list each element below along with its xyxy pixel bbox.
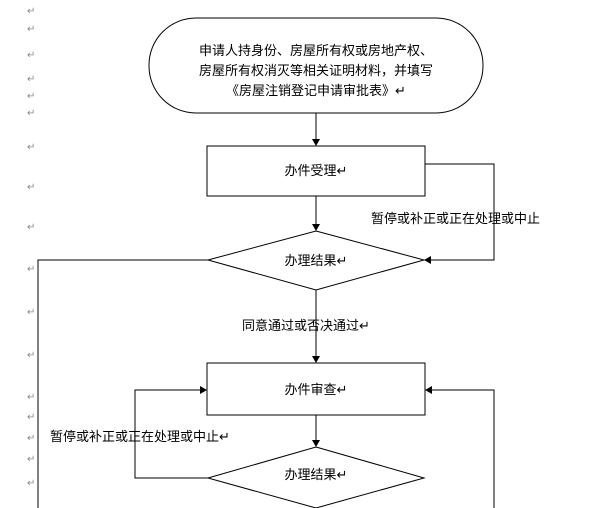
- paragraph-mark-icon: ↵: [27, 108, 35, 119]
- edge-label-pause-right: 暂停或补正或正在处理或中止: [371, 211, 540, 227]
- accept-box-label: 办件受理↵: [285, 164, 348, 179]
- paragraph-mark-icon: ↵: [27, 50, 35, 61]
- arrowhead-down-icon: [312, 224, 320, 231]
- paragraph-mark-icon: ↵: [27, 350, 35, 361]
- margin-paragraph-marks: ↵ ↵ ↵ ↵ ↵ ↵ ↵ ↵ ↵ ↵ ↵ ↵ ↵ ↵ ↵ ↵ ↵: [27, 6, 35, 489]
- arrowhead-left-icon: [425, 386, 432, 394]
- paragraph-mark-icon: ↵: [27, 478, 35, 489]
- paragraph-mark-icon: ↵: [27, 433, 35, 444]
- paragraph-mark-icon: ↵: [27, 6, 35, 17]
- review-box-shape: [206, 362, 426, 416]
- paragraph-mark-icon: ↵: [27, 412, 35, 423]
- start-node-line-2: 房屋所有权消灭等相关证明材料，并填写: [199, 63, 433, 79]
- start-node-line-1: 申请人持身份、房屋所有权或房地产权、: [199, 43, 433, 59]
- result-diamond-1-shape: [206, 230, 426, 291]
- paragraph-mark-icon: ↵: [27, 222, 35, 233]
- arrowhead-down-icon: [312, 356, 320, 363]
- result-diamond-1-label: 办理结果↵: [285, 254, 348, 269]
- result-diamond-2: 办理结果↵: [206, 446, 426, 508]
- paragraph-mark-icon: ↵: [27, 307, 35, 318]
- review-box: 办件审查↵: [206, 362, 426, 416]
- line-result1-left-down: [37, 259, 208, 508]
- edge-label-pause-left: 暂停或补正或正在处理或中止↵: [50, 429, 230, 445]
- accept-box-shape: [206, 145, 426, 197]
- result-diamond-2-shape: [206, 446, 426, 508]
- connectors: [37, 113, 495, 508]
- paragraph-mark-icon: ↵: [27, 392, 35, 403]
- result-diamond-1: 办理结果↵: [206, 230, 426, 291]
- paragraph-mark-icon: ↵: [27, 454, 35, 465]
- review-box-label: 办件审查↵: [285, 383, 348, 398]
- paragraph-mark-icon: ↵: [27, 142, 35, 153]
- start-node-line-3: 《房屋注销登记申请审批表》↵: [226, 83, 406, 99]
- arrowhead-right-icon: [200, 386, 207, 394]
- start-node-shape: [148, 17, 484, 114]
- edge-label-approve: 同意通过或否决通过↵: [242, 318, 370, 334]
- result-diamond-2-label: 办理结果↵: [285, 468, 348, 483]
- start-node: 申请人持身份、房屋所有权或房地产权、 房屋所有权消灭等相关证明材料，并填写 《房…: [148, 17, 484, 114]
- loop-pause-left: [134, 389, 208, 479]
- paragraph-mark-icon: ↵: [27, 264, 35, 275]
- paragraph-mark-icon: ↵: [27, 91, 35, 102]
- paragraph-mark-icon: ↵: [27, 24, 35, 35]
- arrowhead-down-icon: [312, 440, 320, 447]
- paragraph-mark-icon: ↵: [27, 74, 35, 85]
- arrowhead-left-icon: [424, 256, 431, 264]
- accept-box: 办件受理↵: [206, 145, 426, 197]
- arrowhead-down-icon: [312, 139, 320, 146]
- paragraph-mark-icon: ↵: [27, 182, 35, 193]
- loop-pause-right: [425, 163, 495, 261]
- line-up-into-review: [432, 389, 495, 508]
